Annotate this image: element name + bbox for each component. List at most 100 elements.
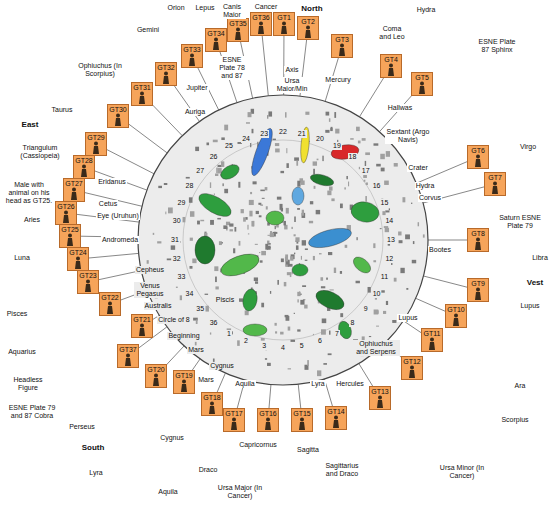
constellation-label: Pisces: [6, 310, 29, 318]
icon-head: [420, 82, 424, 86]
glyph-mark: [190, 211, 194, 217]
gt-box: GT24: [67, 247, 89, 271]
constellation-label: Scorpius: [500, 416, 529, 424]
glyph-mark: [326, 112, 330, 116]
glyph-mark: [386, 301, 388, 305]
glyph-mark: [180, 295, 182, 300]
glyph-mark: [273, 139, 276, 141]
gt-box: GT20: [145, 364, 167, 388]
figure-icon: [61, 210, 71, 223]
icon-body: [339, 48, 345, 56]
icon-head: [76, 257, 80, 261]
glyph-mark: [399, 240, 403, 243]
glyph-mark: [246, 122, 250, 123]
hieroglyph-texture: [147, 109, 425, 376]
icon-body: [81, 169, 87, 177]
box-label: GT14: [326, 407, 346, 416]
box-label: GT34: [206, 29, 226, 38]
gt-box: GT16: [257, 408, 279, 432]
glyph-mark: [286, 208, 289, 214]
glyph-mark: [167, 258, 171, 260]
glyph-mark: [364, 180, 366, 182]
figure-icon: [65, 233, 75, 246]
glyph-mark: [302, 285, 306, 287]
gt-box: GT6: [467, 145, 489, 169]
glyph-mark: [350, 138, 353, 140]
icon-body: [75, 261, 81, 269]
icon-head: [236, 28, 240, 32]
icon-head: [68, 234, 72, 238]
inner-ring: [183, 140, 383, 340]
figure-shape: [248, 126, 276, 177]
constellation-label: Corvus: [418, 194, 442, 202]
glyph-mark: [237, 340, 240, 346]
compass-label: South: [81, 443, 106, 452]
glyph-mark: [291, 227, 292, 229]
decan-number: 6: [317, 337, 323, 345]
constellation-label: Axis: [284, 66, 299, 74]
glyph-mark: [334, 268, 336, 273]
glyph-mark: [304, 305, 307, 309]
glyph-mark: [284, 225, 287, 230]
constellation-label: Hydra: [416, 6, 437, 14]
icon-head: [410, 366, 414, 370]
constellation-label: ESNE Plate 79 and 87 Cobra: [6, 404, 58, 420]
constellation-label: Aquila: [234, 380, 255, 388]
figure-icon: [113, 113, 123, 126]
gt-box: GT13: [369, 386, 391, 410]
decan-number: 16: [372, 182, 382, 190]
glyph-mark: [267, 115, 268, 119]
constellation-label: Sextant (Argo Navis): [385, 128, 431, 144]
glyph-mark: [297, 181, 300, 187]
icon-body: [377, 400, 383, 408]
gt-box: GT22: [99, 292, 121, 316]
icon-body: [475, 242, 481, 250]
glyph-mark: [281, 258, 284, 262]
glyph-mark: [412, 260, 416, 263]
decan-number: 10: [372, 290, 382, 298]
constellation-label: Capricornus: [238, 441, 278, 449]
icon-head: [340, 44, 344, 48]
box-label: GT9: [468, 279, 488, 288]
decan-number: 31: [170, 236, 180, 244]
constellation-label: Mars: [197, 376, 215, 384]
glyph-mark: [290, 256, 293, 260]
icon-head: [476, 238, 480, 242]
glyph-mark: [391, 263, 392, 265]
glyph-mark: [168, 207, 173, 213]
glyph-mark: [260, 190, 265, 192]
glyph-mark: [317, 370, 321, 376]
gt-box: GT8: [467, 228, 489, 252]
icon-body: [85, 284, 91, 292]
glyph-mark: [277, 197, 282, 200]
gt-box: GT33: [181, 44, 203, 68]
icon-head: [108, 302, 112, 306]
glyph-mark: [221, 137, 224, 140]
glyph-mark: [319, 253, 322, 254]
constellation-label: Beginning: [167, 332, 200, 340]
glyph-mark: [286, 163, 288, 168]
decan-number: 34: [185, 290, 195, 298]
glyph-mark: [294, 216, 296, 222]
decan-number: 24: [241, 135, 251, 143]
box-label: GT27: [64, 179, 84, 188]
decan-number: 20: [315, 135, 325, 143]
glyph-mark: [329, 186, 333, 190]
box-label: GT28: [74, 156, 94, 165]
gt-box: GT15: [291, 408, 313, 432]
figure-shape: [266, 211, 284, 225]
glyph-mark: [383, 311, 386, 314]
figure-shape: [350, 254, 373, 276]
figure-icon: [473, 287, 483, 300]
figure-icon: [229, 417, 239, 430]
decan-number: 27: [195, 167, 205, 175]
icon-body: [453, 318, 459, 326]
glyph-mark: [219, 241, 222, 245]
glyph-mark: [288, 368, 291, 369]
icon-body: [63, 215, 69, 223]
glyph-mark: [320, 277, 323, 280]
gt-box: GT21: [131, 314, 153, 338]
glyph-mark: [380, 154, 385, 159]
constellation-label: Sagittarius and Draco: [321, 462, 363, 478]
constellation-label: Ara: [514, 382, 527, 390]
